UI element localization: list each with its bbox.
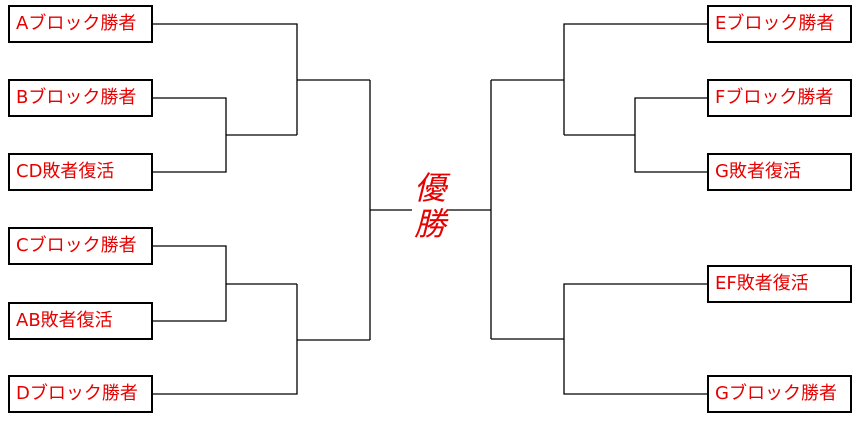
line-f-g — [634, 97, 707, 173]
slot-cd-revival: CD敗者復活 — [8, 153, 153, 191]
slot-c-block-winner: Cブロック勝者 — [8, 227, 153, 265]
line-c-ab — [153, 245, 227, 322]
slot-f-block-winner: Fブロック勝者 — [707, 79, 852, 117]
slot-b-block-winner: Bブロック勝者 — [8, 79, 153, 117]
slot-ab-revival: AB敗者復活 — [8, 302, 153, 340]
champion-char-2: 勝 — [413, 205, 446, 243]
slot-g-revival: G敗者復活 — [707, 153, 852, 191]
champion-label: 優 勝 — [408, 170, 452, 242]
champion-char-1: 優 — [413, 169, 446, 207]
line-a-bcd — [153, 23, 298, 135]
slot-ef-revival: EF敗者復活 — [707, 265, 852, 303]
slot-d-block-winner: Dブロック勝者 — [8, 375, 153, 413]
line-d-cab — [153, 284, 298, 395]
slot-g-block-winner: Gブロック勝者 — [707, 375, 852, 413]
line-e-fg — [563, 23, 707, 135]
slot-e-block-winner: Eブロック勝者 — [707, 5, 852, 43]
line-b-cd — [153, 97, 227, 173]
slot-a-block-winner: Aブロック勝者 — [8, 5, 153, 43]
line-ef-g — [563, 283, 707, 395]
